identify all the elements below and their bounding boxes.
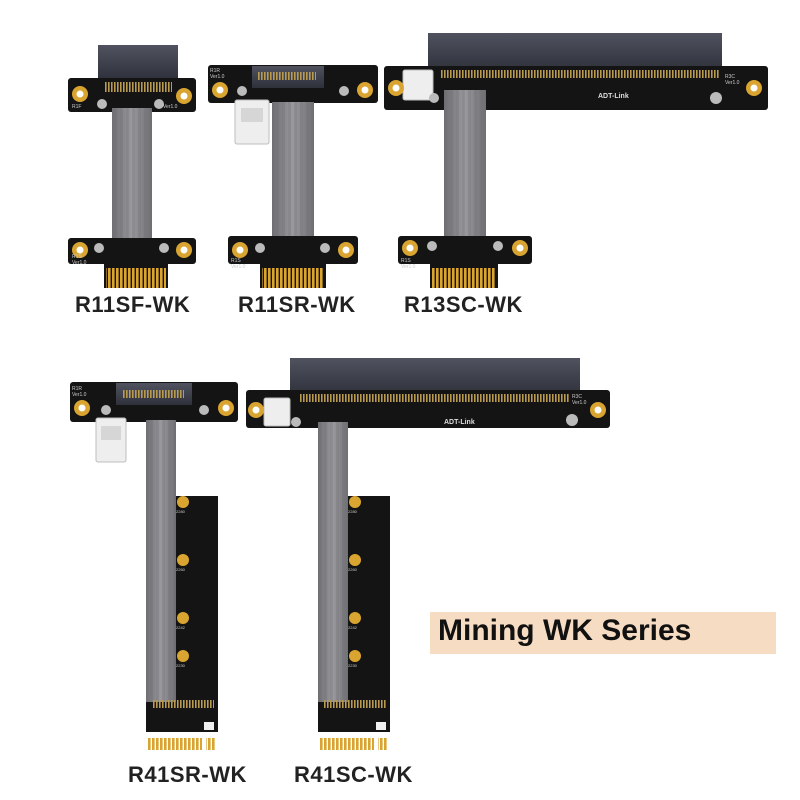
riser-r11sf-wk: R1F Ver1.0 R1S Ver1.0 (68, 45, 196, 288)
board-mark: R1S (231, 258, 241, 264)
board-mark: Ver1.0 (72, 392, 87, 398)
m2-standoff (177, 612, 189, 624)
brand-mark: ADT-Link (598, 93, 629, 100)
board-mark: R1F (72, 104, 81, 110)
gold-fingers (432, 268, 496, 288)
board-mark: 2242 (176, 625, 186, 630)
pcie-x16-slot (428, 33, 722, 71)
series-title-badge (430, 612, 776, 654)
m2-standoff (349, 612, 361, 624)
board-mark: 2230 (348, 663, 358, 668)
board-mark: R3C (725, 74, 735, 80)
gold-fingers (320, 738, 388, 750)
product-label-r11sr-wk: R11SR-WK (238, 292, 356, 317)
m2-standoff (177, 496, 189, 508)
board-mark: R1R (72, 386, 82, 392)
pcie-x16-slot (290, 358, 580, 396)
solder-pins (122, 390, 184, 398)
board-mark: R3C (572, 394, 582, 400)
riser-r13sc-wk: ADT-Link R3C Ver1.0 R1S Ver1.0 (384, 33, 768, 288)
board-mark: 2280 (348, 509, 358, 514)
board-mark: R1S (72, 254, 82, 260)
product-label-r13sc-wk: R13SC-WK (404, 292, 523, 317)
power-connector (402, 69, 434, 101)
board-mark: Ver1.0 (572, 400, 587, 406)
board-mark: 2260 (348, 567, 358, 572)
product-label-r41sr-wk: R41SR-WK (128, 762, 247, 787)
board-mark: 2280 (176, 509, 186, 514)
board-mark: 2242 (348, 625, 358, 630)
bottom-pcb (398, 236, 532, 264)
m2-standoff (349, 650, 361, 662)
solder-pins (258, 72, 316, 80)
gold-fingers (148, 738, 216, 750)
pcie-x1-slot (98, 45, 178, 80)
board-mark: 2260 (176, 567, 186, 572)
brand-mark: ADT-Link (444, 419, 475, 426)
m2-standoff (177, 554, 189, 566)
board-mark: Ver1.0 (210, 74, 225, 80)
solder-pins (104, 82, 172, 92)
solder-pins (300, 394, 570, 402)
board-mark: Ver1.0 (401, 264, 416, 270)
m2-standoff (349, 496, 361, 508)
board-mark: Ver1.0 (725, 80, 740, 86)
riser-r41sc-wk: ADT-Link 2280 2260 2242 2230 R3C Ver1.0 (246, 358, 610, 750)
m2-standoff (177, 650, 189, 662)
series-title: Mining WK Series (438, 614, 692, 647)
bottom-pcb (228, 236, 358, 264)
m2-standoff (349, 554, 361, 566)
power-connector (263, 397, 291, 427)
gold-fingers (262, 268, 324, 288)
board-mark: R1S (401, 258, 411, 264)
board-mark: Ver1.0 (163, 104, 178, 110)
riser-r11sr-wk: R1R Ver1.0 R1S Ver1.0 (208, 65, 378, 288)
gold-fingers (106, 268, 166, 288)
product-label-r41sc-wk: R41SC-WK (294, 762, 413, 787)
product-label-r11sf-wk: R11SF-WK (75, 292, 191, 317)
riser-r41sr-wk: 2280 2260 2242 2230 R1R Ver1.0 (70, 382, 238, 750)
board-mark: Ver1.0 (231, 264, 246, 270)
board-mark: 2230 (176, 663, 186, 668)
board-mark: Ver1.0 (72, 260, 87, 266)
board-mark: R1R (210, 68, 220, 74)
solder-pins (440, 70, 720, 78)
